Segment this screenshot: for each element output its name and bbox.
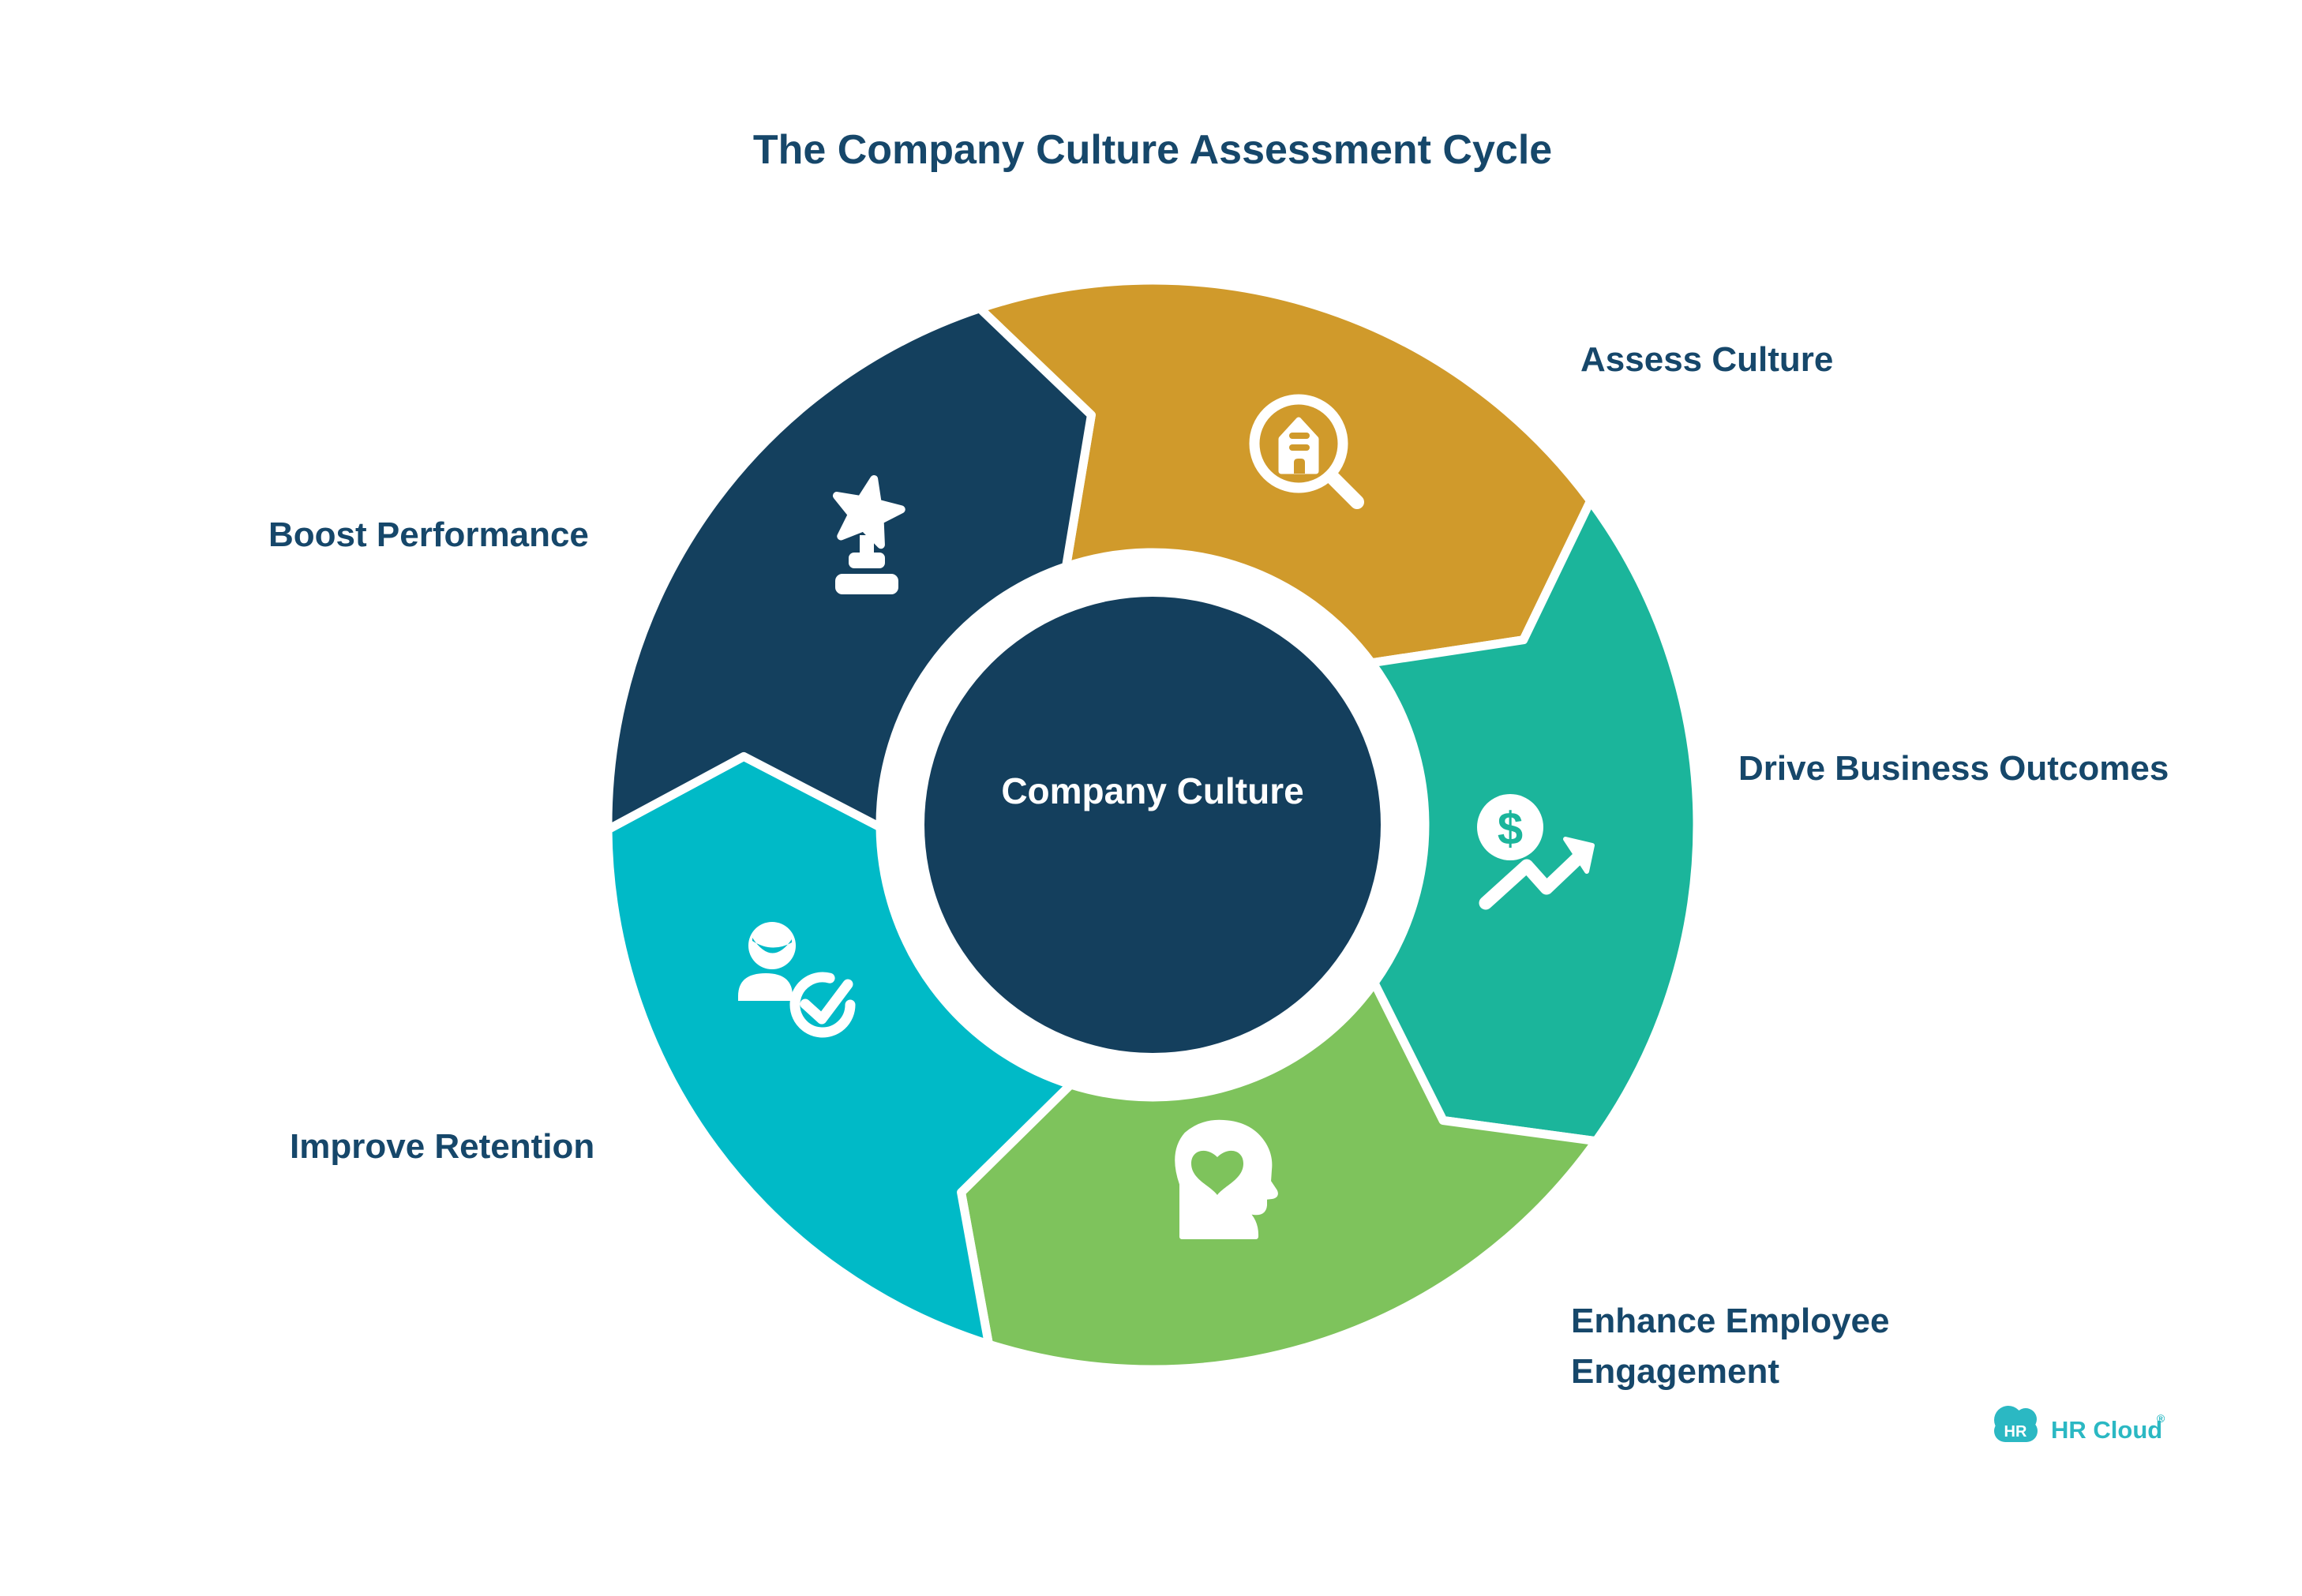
cloud-icon — [1994, 1406, 2038, 1442]
hr-cloud-logo: HR HR Cloud ® — [1994, 1406, 2165, 1444]
magnifier-building-icon — [1249, 394, 1364, 509]
label-boost-performance: Boost Performance — [268, 515, 589, 554]
label-assess-culture: Assess Culture — [1580, 340, 1833, 379]
star-trophy-icon — [832, 474, 905, 594]
logo-registered-mark: ® — [2157, 1412, 2165, 1425]
logo-badge-text: HR — [2004, 1423, 2027, 1441]
label-enhance-employee-line2: Engagement — [1571, 1352, 1779, 1391]
page-title: The Company Culture Assessment Cycle — [753, 127, 1552, 173]
center-circle — [924, 597, 1381, 1053]
logo-name-text: HR Cloud — [2051, 1416, 2162, 1444]
label-improve-retention: Improve Retention — [290, 1127, 594, 1166]
dollar-symbol: $ — [1498, 804, 1523, 855]
label-enhance-employee-line1: Enhance Employee — [1571, 1302, 1889, 1340]
dollar-growth-arrow-icon: $ — [1477, 794, 1595, 910]
person-check-icon — [738, 922, 856, 1038]
center-circle-label: Company Culture — [1001, 770, 1303, 811]
head-heart-icon — [1175, 1119, 1278, 1239]
label-drive-business-outcomes: Drive Business Outcomes — [1738, 749, 2169, 788]
